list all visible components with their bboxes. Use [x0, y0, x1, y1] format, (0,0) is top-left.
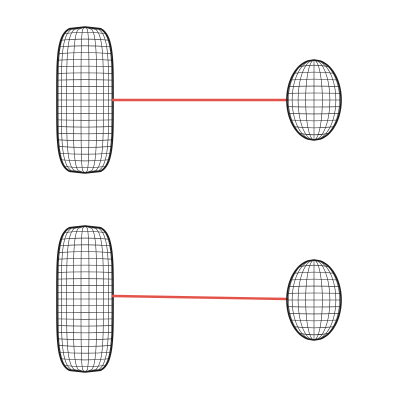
ellipsoid-mesh-2-longitude-line [313, 259, 340, 341]
capsule-mesh-1-latitude-line [57, 72, 113, 74]
capsule-mesh-2-longitude-line [57, 225, 86, 373]
capsule-mesh-1-longitude-line [84, 26, 97, 174]
capsule-mesh-1-longitude-line [80, 26, 86, 174]
capsule-mesh-1-latitude-line [63, 32, 107, 34]
capsule-mesh-1-longitude-line [84, 26, 90, 174]
capsule-mesh-2-latitude-line [59, 351, 111, 354]
capsule-mesh-2-longitude-line [73, 225, 86, 373]
ellipsoid-mesh-2-longitude-line [291, 259, 315, 341]
capsule-mesh-1-longitude-line [66, 26, 86, 174]
capsule-mesh-2-longitude-line [84, 225, 104, 373]
capsule-mesh-1-latitude-line [57, 139, 113, 141]
ellipsoid-mesh-1-longitude-line [305, 59, 315, 141]
ellipsoid-mesh-2-longitude-line [313, 259, 323, 341]
capsule-mesh-2-longitude-line [80, 225, 86, 373]
capsule-mesh-1-latitude-line [63, 166, 107, 168]
capsule-mesh-1-latitude-line [57, 59, 113, 61]
capsule-mesh-1-latitude-line [59, 152, 111, 155]
mesh-pair-1 [56, 26, 342, 174]
capsule-mesh-2-latitude-line [58, 251, 112, 253]
ellipsoid-mesh-1-longitude-line [313, 59, 331, 141]
capsule-mesh-1-longitude-line [73, 26, 86, 174]
ellipsoid-mesh-2-longitude-line [288, 259, 315, 341]
ellipsoid-mesh-1-longitude-line [313, 59, 337, 141]
capsule-mesh-1-longitude-line [84, 26, 104, 174]
capsule-mesh-2-latitude-line [57, 271, 113, 273]
ellipsoid-mesh-2-longitude-line [313, 259, 337, 341]
capsule-mesh-2-latitude-line [63, 231, 107, 233]
ellipsoid-mesh-2-longitude-line [297, 259, 315, 341]
capsule-mesh-2-latitude-line [57, 338, 113, 340]
capsule-mesh-2-longitude-line [84, 225, 109, 373]
capsule-mesh-2-latitude-line [59, 244, 111, 247]
capsule-mesh-2-latitude-line [58, 345, 112, 347]
mesh-pair-2 [56, 225, 342, 373]
ellipsoid-mesh-1 [286, 59, 342, 141]
capsule-mesh-2-latitude-line [60, 358, 110, 361]
capsule-mesh-2-latitude-line [57, 331, 113, 334]
capsule-mesh-1-longitude-line [84, 26, 109, 174]
capsule-mesh-1-latitude-line [60, 38, 110, 41]
ellipsoid-mesh-2-longitude-line [313, 259, 331, 341]
capsule-mesh-2-latitude-line [63, 365, 107, 367]
capsule-mesh-1-latitude-line [59, 45, 111, 48]
capsule-mesh-1-longitude-line [57, 26, 86, 174]
capsule-mesh-2-longitude-line [84, 225, 113, 373]
ellipsoid-mesh-1-longitude-line [313, 59, 323, 141]
ellipsoid-mesh-2-longitude-line [305, 259, 315, 341]
capsule-mesh-1-latitude-line [57, 132, 113, 135]
ellipsoid-mesh-1-longitude-line [288, 59, 315, 141]
capsule-mesh-1-latitude-line [60, 159, 110, 162]
capsule-mesh-1-latitude-line [57, 65, 113, 68]
capsule-mesh-2-latitude-line [57, 258, 113, 260]
ellipsoid-mesh-1-longitude-line [291, 59, 315, 141]
ellipsoid-mesh-1-longitude-line [297, 59, 315, 141]
capsule-mesh-2 [56, 225, 114, 373]
capsule-mesh-1-longitude-line [61, 26, 86, 174]
capsule-mesh-2-longitude-line [84, 225, 97, 373]
ellipsoid-mesh-1-longitude-line [313, 59, 340, 141]
capsule-mesh-1 [56, 26, 114, 174]
ellipsoid-mesh-2 [286, 259, 342, 341]
capsule-mesh-1-latitude-line [58, 146, 112, 148]
capsule-mesh-1-latitude-line [58, 52, 112, 54]
connector-line-2 [111, 294, 289, 301]
capsule-mesh-2-longitude-line [66, 225, 86, 373]
capsule-mesh-2-latitude-line [57, 264, 113, 267]
capsule-mesh-1-latitude-line [57, 126, 113, 128]
capsule-mesh-2-longitude-line [84, 225, 90, 373]
capsule-mesh-2-longitude-line [61, 225, 86, 373]
capsule-mesh-2-latitude-line [60, 237, 110, 240]
capsule-mesh-2-latitude-line [57, 325, 113, 327]
